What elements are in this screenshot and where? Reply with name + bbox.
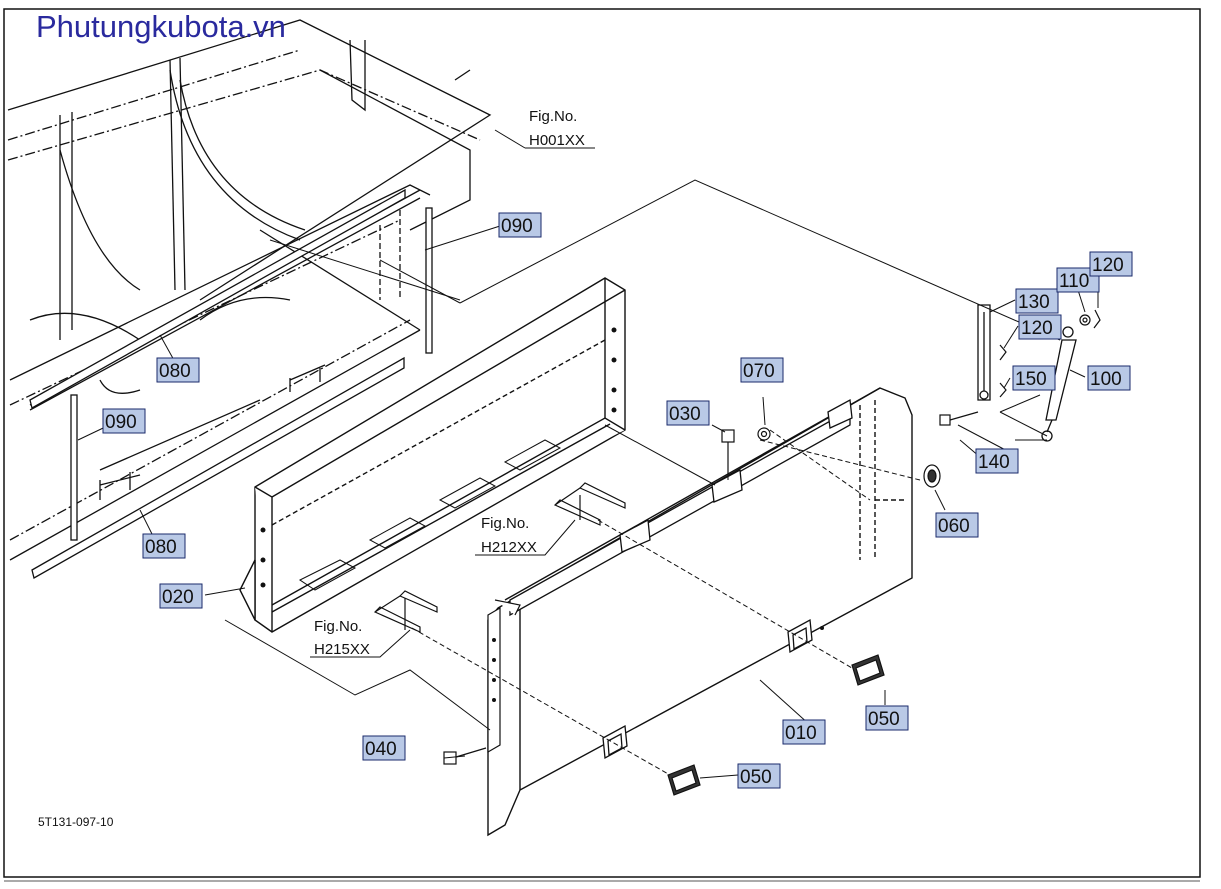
- part-label[interactable]: 120: [1089, 251, 1133, 277]
- leader-lines: [77, 129, 1099, 779]
- part-label-text: 020: [162, 587, 194, 608]
- drawing-code: 5T131-097-10: [38, 815, 114, 829]
- fig-ref-h001xx: Fig.No. H001XX: [529, 108, 585, 149]
- panel-020: [239, 277, 626, 633]
- part-label-text: 110: [1059, 271, 1089, 292]
- fig-ref-h212xx: Fig.No. H212XX: [481, 515, 537, 556]
- part-label-text: 090: [105, 412, 137, 433]
- fig-ref-h215xx: Fig.No. H215XX: [314, 618, 370, 658]
- part-label[interactable]: 010: [782, 719, 826, 745]
- gas-strut-100: [1041, 326, 1077, 442]
- part-label-text: 050: [740, 767, 772, 788]
- nut-070: [757, 427, 771, 441]
- strip-090: [70, 207, 433, 541]
- handle-050: [667, 654, 885, 796]
- part-label-text: 130: [1018, 292, 1050, 313]
- part-label[interactable]: 050: [865, 705, 909, 731]
- part-label[interactable]: 090: [498, 212, 542, 238]
- part-label[interactable]: 050: [737, 763, 781, 789]
- part-label-text: 150: [1015, 369, 1047, 390]
- part-label-text: 140: [978, 452, 1010, 473]
- part-label[interactable]: 150: [1012, 365, 1056, 391]
- watermark-logo: Phutungkubota.vn: [36, 9, 286, 44]
- diagram-border: [3, 8, 1201, 878]
- fig-ref-label: Fig.No.: [314, 618, 362, 635]
- part-label-text: 010: [785, 723, 817, 744]
- part-label-text: 080: [159, 361, 191, 382]
- brackets: [373, 482, 626, 633]
- part-label[interactable]: 100: [1087, 365, 1131, 391]
- grommet-060: [923, 464, 941, 488]
- panel-010-holes: [492, 626, 824, 702]
- part-label[interactable]: 120: [1018, 314, 1062, 340]
- fig-ref-label: Fig.No.: [481, 515, 529, 532]
- fig-ref-label: Fig.No.: [529, 108, 577, 125]
- fig-ref-code: H001XX: [529, 132, 585, 149]
- part-label[interactable]: 090: [102, 408, 146, 434]
- small-hardware: [939, 309, 1101, 426]
- part-labels: 090 080 090 080 020 030 070 060 140 150 …: [102, 212, 1133, 789]
- part-label-text: 120: [1021, 318, 1053, 339]
- bolt-030: [721, 429, 735, 475]
- panel-020-slots: [299, 439, 562, 591]
- part-label[interactable]: 070: [740, 357, 784, 383]
- fig-ref-code: H212XX: [481, 539, 537, 556]
- part-label[interactable]: 060: [935, 512, 979, 538]
- part-label-text: 050: [868, 709, 900, 730]
- part-label[interactable]: 020: [159, 583, 203, 609]
- part-label[interactable]: 080: [156, 357, 200, 383]
- part-label-text: 100: [1090, 369, 1122, 390]
- part-label-text: 030: [669, 404, 701, 425]
- fig-ref-code: H215XX: [314, 641, 370, 658]
- part-label[interactable]: 140: [975, 448, 1019, 474]
- part-label-text: 080: [145, 537, 177, 558]
- part-label[interactable]: 130: [1015, 288, 1059, 314]
- part-label-text: 070: [743, 361, 775, 382]
- part-label-text: 120: [1092, 255, 1124, 276]
- part-label-text: 040: [365, 739, 397, 760]
- panel-020-holes: [260, 327, 617, 588]
- part-label[interactable]: 080: [142, 533, 186, 559]
- strip-080: [29, 188, 406, 579]
- chassis-frame: [7, 19, 492, 561]
- part-label-text: 090: [501, 216, 533, 237]
- part-label-text: 060: [938, 516, 970, 537]
- part-label[interactable]: 030: [666, 400, 710, 426]
- stay-130: [977, 304, 991, 401]
- part-label[interactable]: 040: [362, 735, 406, 761]
